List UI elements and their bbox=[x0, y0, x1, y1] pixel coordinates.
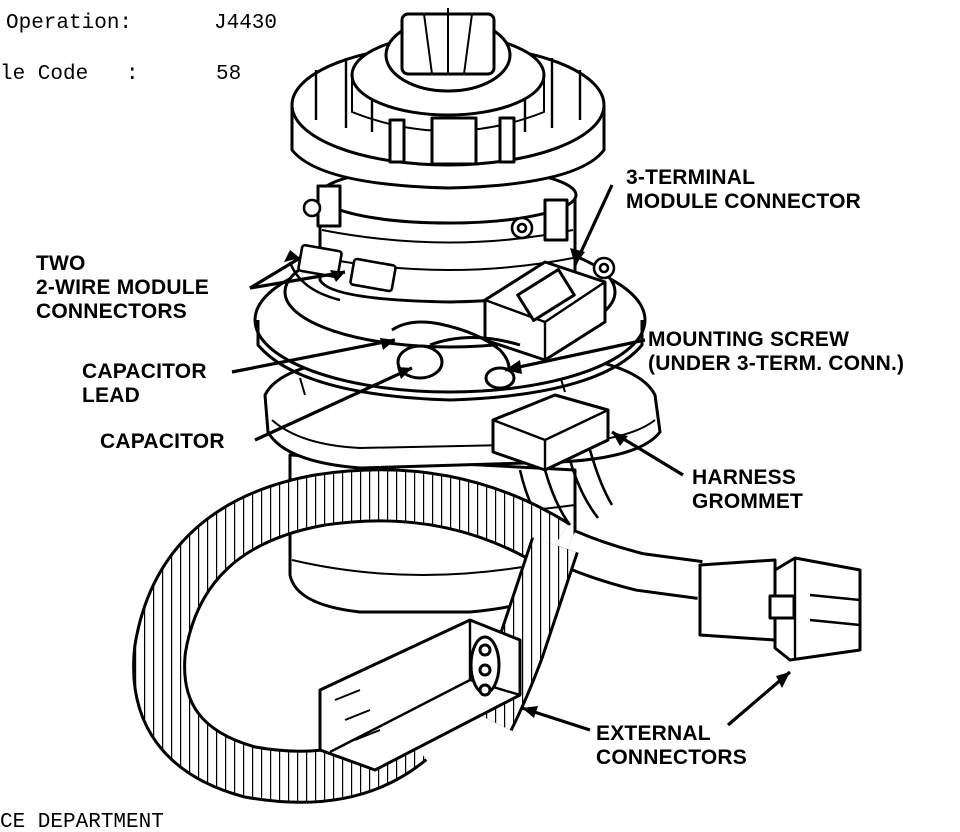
mounting-screws bbox=[302, 198, 616, 280]
label-mounting-screw: MOUNTING SCREW (UNDER 3-TERM. CONN.) bbox=[648, 328, 905, 375]
external-connector-left bbox=[318, 618, 522, 772]
external-connector-right bbox=[698, 556, 862, 662]
label-three-terminal-connector: 3-TERMINAL MODULE CONNECTOR bbox=[626, 166, 861, 213]
code-label: le Code : bbox=[0, 63, 139, 86]
label-harness-grommet: HARNESS GROMMET bbox=[692, 466, 804, 513]
three-terminal-connector bbox=[483, 260, 607, 362]
leader-lines bbox=[231, 184, 792, 732]
shaft-housing bbox=[316, 165, 578, 304]
label-capacitor-lead: CAPACITOR LEAD bbox=[82, 360, 207, 407]
code-value: 58 bbox=[216, 63, 242, 86]
department-footer: CE DEPARTMENT bbox=[0, 811, 164, 832]
label-two-wire-connectors: TWO 2-WIRE MODULE CONNECTORS bbox=[36, 252, 209, 323]
leader-arrowheads bbox=[284, 248, 790, 718]
distributor-cap bbox=[290, 8, 606, 190]
label-external-connectors: EXTERNAL CONNECTORS bbox=[596, 722, 747, 769]
operation-value: J4430 bbox=[214, 12, 278, 35]
label-capacitor: CAPACITOR bbox=[100, 430, 225, 453]
operation-label: Operation: bbox=[6, 12, 133, 35]
two-wire-connectors bbox=[288, 243, 397, 302]
